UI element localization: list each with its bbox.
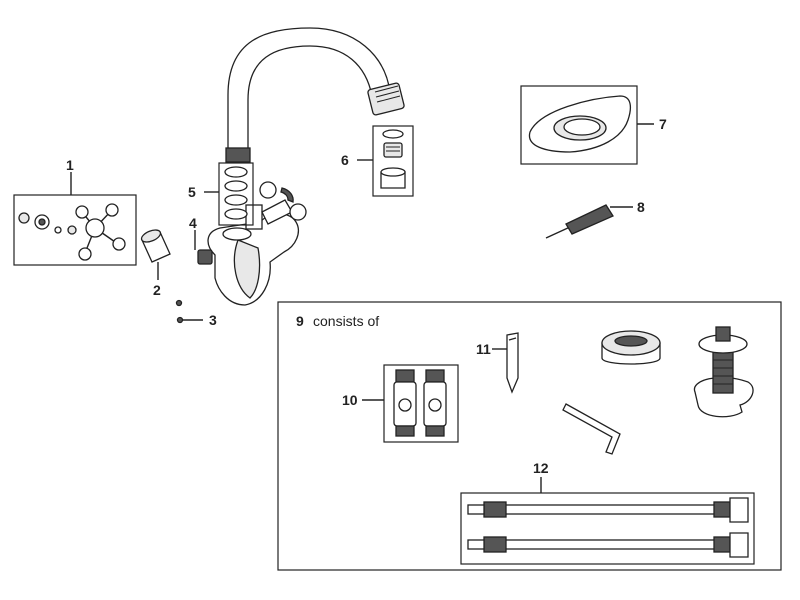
part-7-base-plate: 7 [520,85,667,165]
part-12-hoses: 12 [460,460,755,565]
part-9-kit-box: 9 consists of [277,301,782,571]
part-1-handle-kit: 1 [13,157,137,266]
part-2-sleeve: 2 [140,229,171,298]
callout-10: 10 [342,392,358,408]
callout-6: 6 [341,152,349,168]
callout-8: 8 [637,199,645,215]
callout-12: 12 [533,460,549,476]
callout-7: 7 [659,116,667,132]
callout-9: 9 [296,313,304,329]
mounting-stud [693,326,754,418]
callout-2: 2 [153,282,161,298]
part-5-o-rings: 5 [188,162,254,226]
part-3-screws: 3 [175,299,217,328]
callout-4: 4 [189,215,197,231]
callout-5: 5 [188,184,196,200]
part-4-valve: 4 [189,215,197,250]
allen-key [562,403,621,455]
callout-9-text: consists of [313,313,379,329]
faucet-assembly [197,27,405,306]
callout-11: 11 [476,341,491,357]
part-6-aerator-kit: 6 [341,125,414,197]
callout-3: 3 [209,312,217,328]
callout-1: 1 [66,157,74,173]
cartridge-cap [601,330,661,365]
part-10-valves: 10 [342,364,459,443]
part-11-tool: 11 [476,332,519,394]
part-8-tool: 8 [545,199,645,239]
